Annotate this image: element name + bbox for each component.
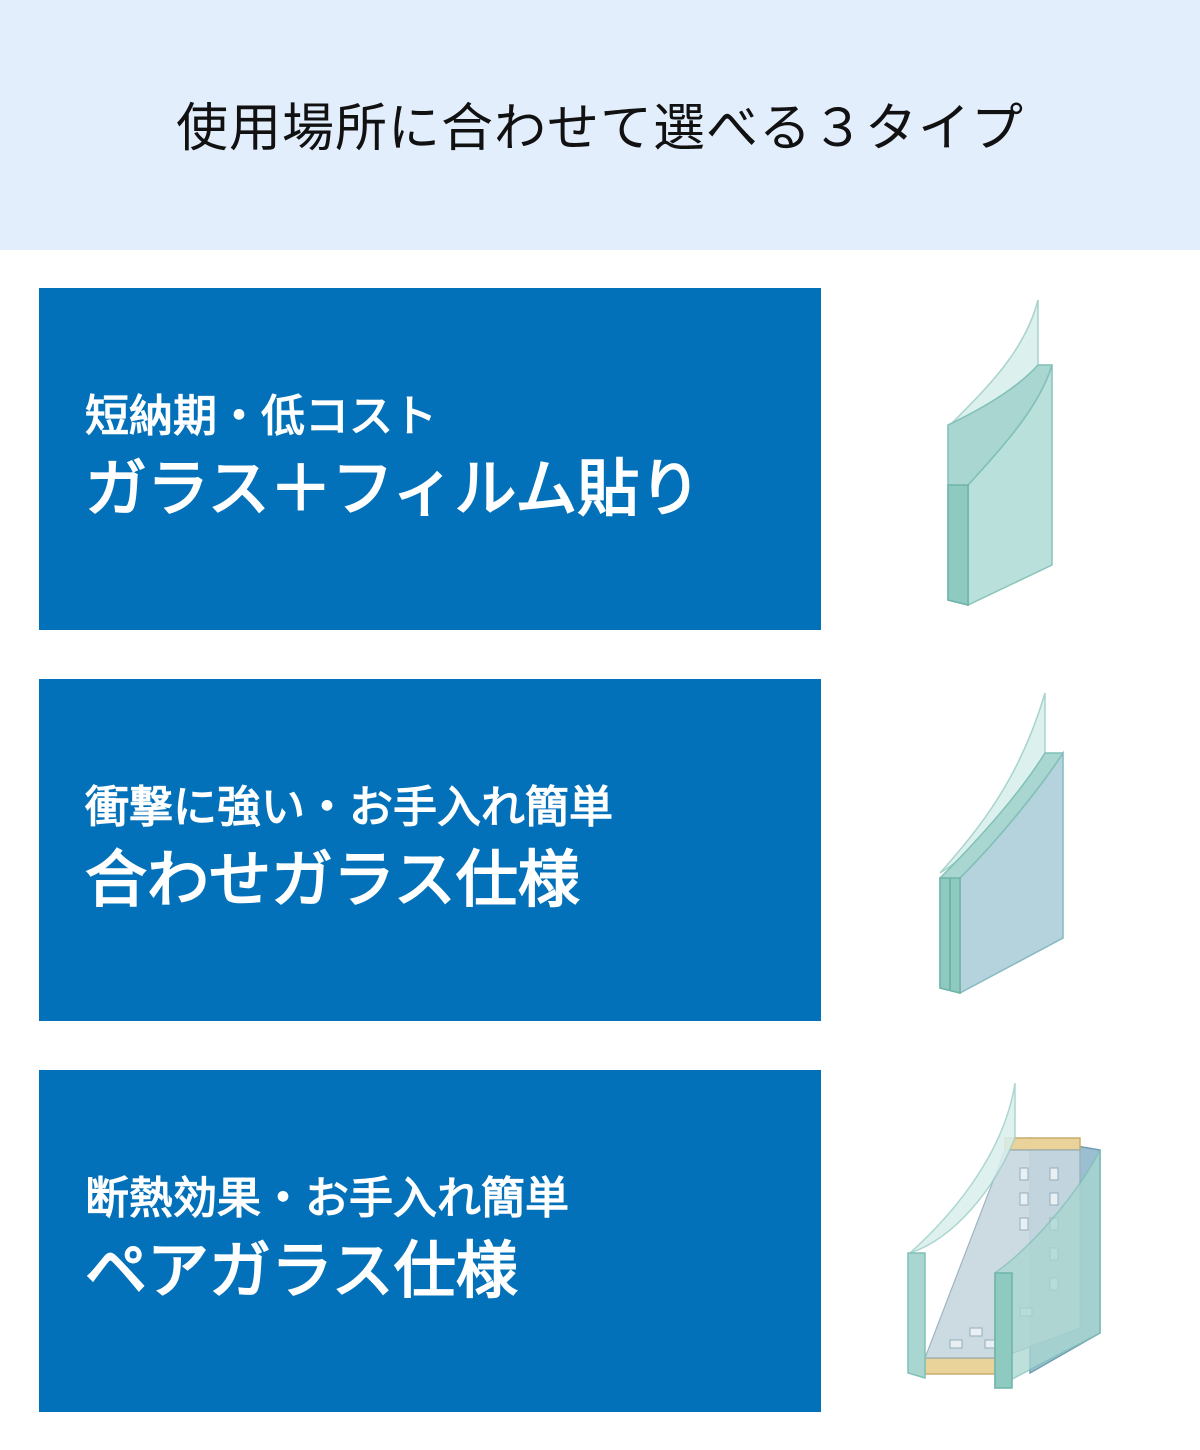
page-header: 使用場所に合わせて選べる３タイプ	[0, 0, 1200, 250]
type-card-film: 短納期・低コスト ガラス＋フィルム貼り	[39, 288, 821, 630]
film-glass-illustration	[947, 299, 1054, 607]
type-card-laminated: 衝撃に強い・お手入れ簡単 合わせガラス仕様	[39, 679, 821, 1021]
type-subtitle: 衝撃に強い・お手入れ簡単	[85, 782, 613, 834]
type-subtitle: 断熱効果・お手入れ簡単	[85, 1173, 569, 1225]
laminated-glass-illustration	[939, 692, 1065, 995]
pair-glass-illustration	[907, 1082, 1101, 1390]
type-title: ガラス＋フィルム貼り	[85, 451, 702, 525]
page-title: 使用場所に合わせて選べる３タイプ	[175, 98, 1024, 159]
type-card-pair: 断熱効果・お手入れ簡単 ペアガラス仕様	[39, 1070, 821, 1412]
type-title: 合わせガラス仕様	[85, 842, 580, 916]
type-title: ペアガラス仕様	[85, 1233, 518, 1307]
type-subtitle: 短納期・低コスト	[85, 391, 437, 443]
